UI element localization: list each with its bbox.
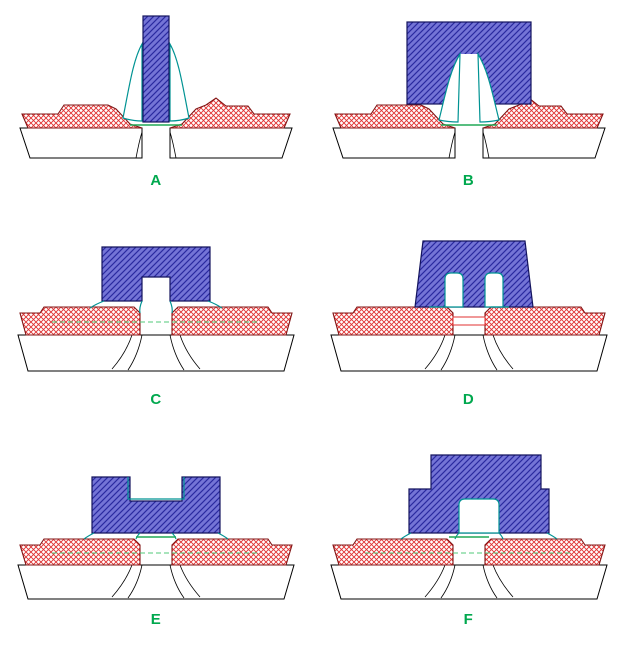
well-curve (169, 564, 185, 598)
gate-slot (458, 498, 500, 534)
panel-c: C (0, 219, 313, 438)
channel-strip (452, 316, 486, 326)
substrate-block (17, 564, 295, 600)
liner-foot-left (135, 532, 141, 539)
panel-label-b: B (462, 172, 475, 189)
substrate-block (330, 334, 608, 372)
panel-a-diagram (19, 15, 293, 159)
well-curve (179, 564, 201, 597)
liner-notch-left (139, 301, 143, 314)
source-drain-right (171, 538, 293, 566)
well-curve (111, 564, 133, 597)
substrate-right (169, 127, 293, 159)
well-curve (424, 335, 446, 370)
substrate-block (17, 334, 295, 372)
liner-left (400, 532, 412, 540)
spacer-left (122, 41, 143, 122)
panel-c-diagram (17, 246, 295, 372)
panel-label-c: C (150, 391, 163, 409)
gate-electrode (142, 15, 170, 123)
gate-electrode (101, 246, 211, 302)
substrate-left (19, 127, 143, 159)
panel-e: E (0, 439, 313, 658)
panel-e-diagram (17, 476, 295, 600)
substrate-block (330, 564, 608, 600)
panel-f-diagram (330, 454, 608, 600)
substrate-detail-right (482, 131, 490, 159)
substrate-detail-left (135, 131, 143, 159)
panel-d-diagram (330, 240, 608, 372)
substrate (17, 564, 295, 600)
panel-a: A (0, 0, 313, 219)
source-drain-right (170, 97, 292, 129)
well-curve (492, 564, 514, 597)
liner-foot-left (454, 532, 460, 539)
substrate (17, 334, 295, 372)
panel-b-diagram (332, 21, 606, 159)
well-curve (179, 335, 201, 370)
source-drain-left (19, 306, 141, 336)
gate-electrode (408, 454, 550, 534)
gate-electrode (91, 476, 221, 534)
panel-b: B (313, 0, 625, 219)
liner-left (83, 532, 95, 540)
substrate (330, 334, 608, 372)
well-curve (440, 564, 456, 598)
gate-void (457, 54, 480, 122)
panel-d: D (313, 219, 625, 438)
liner-notch-right (169, 301, 174, 314)
source-drain-left (333, 104, 455, 129)
well-curve (440, 335, 456, 371)
liner-foot-right (171, 532, 177, 539)
spacer-right (169, 41, 190, 122)
panel-label-f: F (463, 610, 474, 628)
well-curve (482, 564, 498, 598)
well-curve (111, 335, 133, 370)
source-drain-right (484, 538, 606, 566)
gate-slot-right (484, 272, 504, 308)
source-drain-right (482, 97, 604, 129)
liner-foot-right (498, 532, 504, 539)
source-drain-right (171, 306, 293, 336)
gate-electrode (414, 240, 534, 308)
source-drain-left (332, 306, 454, 336)
liner-left (89, 300, 105, 309)
well-curve (127, 335, 143, 371)
well-curve (424, 564, 446, 597)
liner-right (546, 532, 558, 540)
panel-f: F (313, 439, 625, 658)
well-curve (127, 564, 143, 598)
source-drain-left (21, 104, 143, 129)
liner-right (208, 300, 223, 309)
spacer-right (477, 51, 500, 123)
source-drain-left (19, 538, 141, 566)
panel-label-e: E (150, 610, 162, 628)
panel-label-d: D (462, 391, 475, 409)
gate-slot-left (444, 272, 464, 308)
spacer-left (438, 51, 461, 123)
liner-notch (127, 476, 185, 500)
substrate (19, 127, 293, 159)
source-drain-left (332, 538, 454, 566)
source-drain-right (484, 306, 606, 336)
substrate (330, 564, 608, 600)
substrate (332, 127, 606, 159)
panel-label-a: A (150, 172, 163, 189)
substrate-detail-left (448, 131, 456, 159)
liner-right (217, 532, 229, 540)
well-curve (482, 335, 498, 371)
substrate-right (482, 127, 606, 159)
well-curve (492, 335, 514, 370)
substrate-detail-right (169, 131, 177, 159)
well-curve (169, 335, 185, 371)
substrate-left (332, 127, 456, 159)
